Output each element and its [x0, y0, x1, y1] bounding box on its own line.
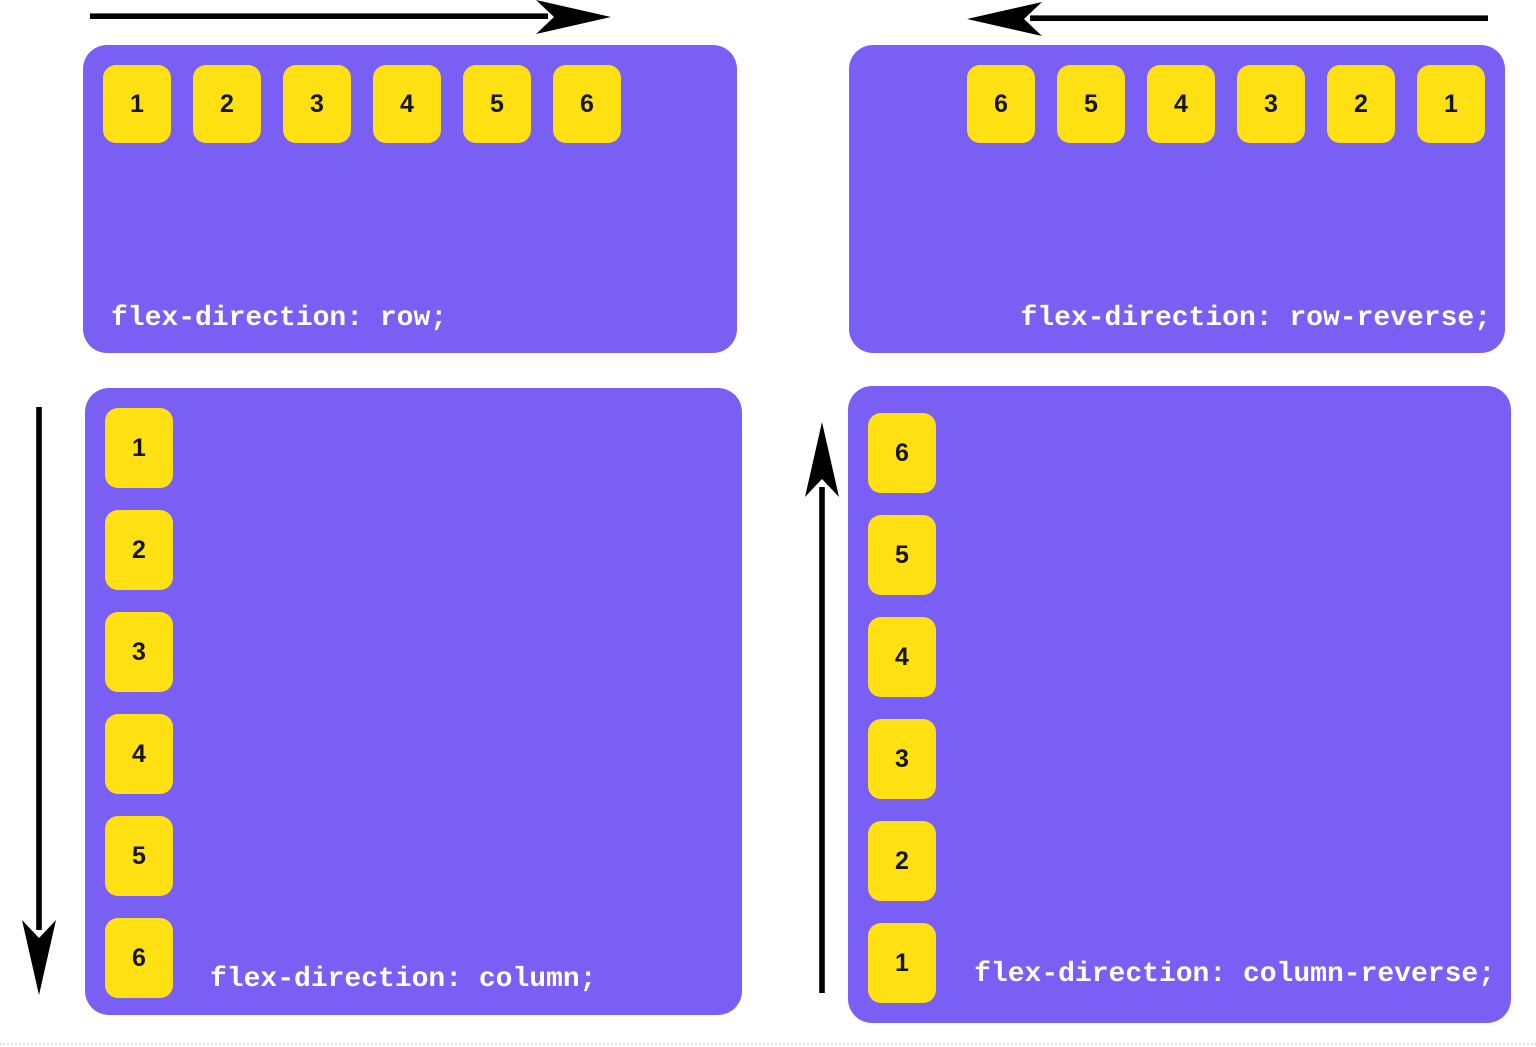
flex-item-3: 3: [283, 65, 351, 143]
flex-container: 1 2 3 4 5 6: [868, 406, 1491, 1003]
flex-item-4: 4: [868, 617, 936, 697]
flex-item-2: 2: [193, 65, 261, 143]
arrow-left-icon: [967, 2, 1488, 36]
flex-item-6: 6: [967, 65, 1035, 143]
flex-item-5: 5: [463, 65, 531, 143]
arrow-right-icon: [90, 0, 611, 34]
panel-flex-direction-column-reverse: 1 2 3 4 5 6 flex-direction: column-reverse;: [848, 386, 1511, 1023]
flex-item-4: 4: [105, 714, 173, 794]
flex-item-2: 2: [868, 821, 936, 901]
panel-flex-direction-column: 1 2 3 4 5 6 flex-direction: column;: [85, 388, 742, 1015]
flex-item-3: 3: [868, 719, 936, 799]
flex-item-3: 3: [105, 612, 173, 692]
panel-label: flex-direction: column-reverse;: [974, 959, 1495, 990]
flex-container: 1 2 3 4 5 6: [105, 408, 722, 998]
flex-item-2: 2: [105, 510, 173, 590]
flex-item-5: 5: [868, 515, 936, 595]
flex-item-6: 6: [553, 65, 621, 143]
arrow-down-icon: [22, 407, 56, 995]
flex-item-6: 6: [868, 413, 936, 493]
flex-item-1: 1: [868, 923, 936, 1003]
flex-item-1: 1: [105, 408, 173, 488]
panel-label: flex-direction: row;: [111, 303, 448, 334]
panel-label: flex-direction: row-reverse;: [1020, 303, 1491, 334]
bottom-divider: [0, 1043, 1536, 1045]
flex-item-1: 1: [1417, 65, 1485, 143]
flex-item-6: 6: [105, 918, 173, 998]
flex-item-5: 5: [1057, 65, 1125, 143]
flex-item-4: 4: [1147, 65, 1215, 143]
flex-item-2: 2: [1327, 65, 1395, 143]
flex-item-3: 3: [1237, 65, 1305, 143]
flex-item-1: 1: [103, 65, 171, 143]
flex-item-4: 4: [373, 65, 441, 143]
flex-item-5: 5: [105, 816, 173, 896]
panel-label: flex-direction: column;: [210, 964, 597, 995]
arrow-up-icon: [805, 422, 839, 993]
